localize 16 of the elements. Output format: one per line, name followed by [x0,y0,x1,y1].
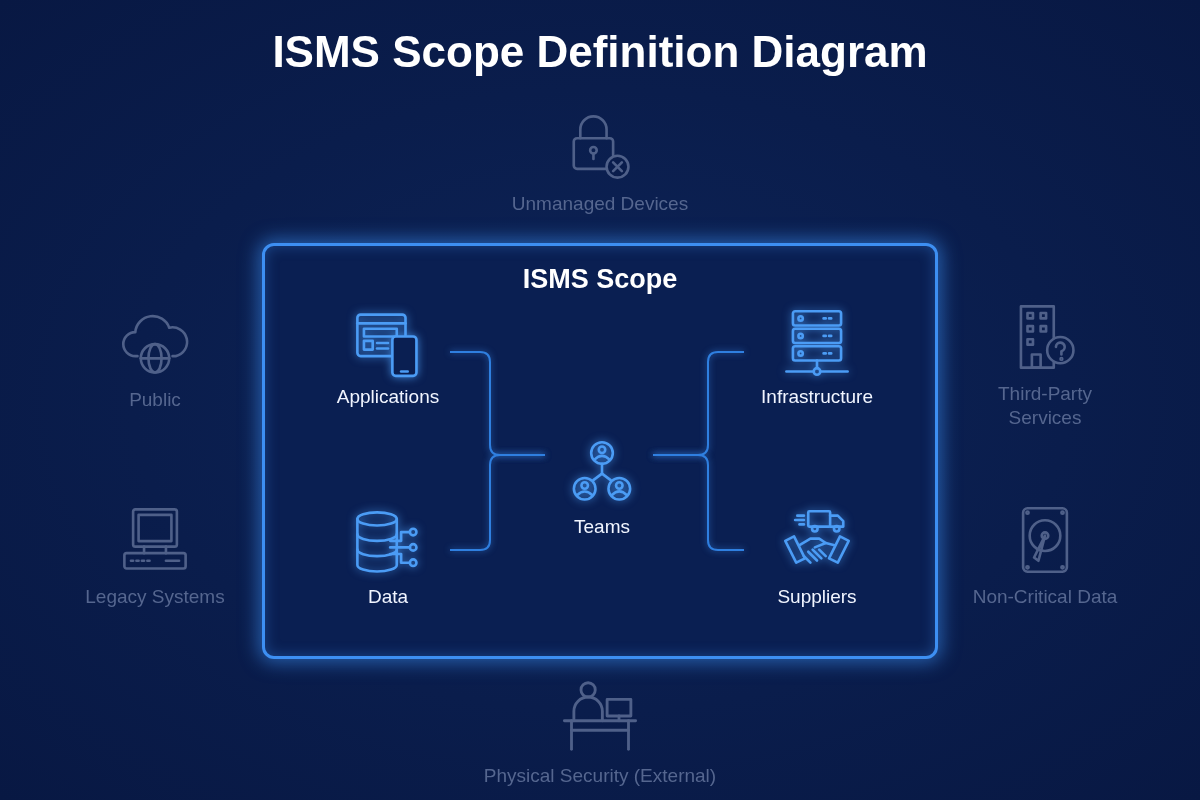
frame-heading: ISMS Scope [521,264,679,295]
excluded-item-label: Third-Party Services [997,382,1093,430]
connector-line [652,454,745,551]
diagram-title: ISMS Scope Definition Diagram [271,28,929,77]
item-label: Data [367,586,409,609]
excluded-item-label: Non-Critical Data [972,585,1118,609]
excluded-item-label: Physical Security (External) [483,764,717,788]
scope-frame [262,243,938,659]
connector-line [449,454,546,551]
item-label: Applications [336,386,440,409]
excluded-item-label: Legacy Systems [85,585,225,609]
item-label: Infrastructure [761,386,873,409]
excluded-item-label: Unmanaged Devices [511,192,689,216]
item-label: Teams [574,516,630,539]
excluded-item-label: Public [129,388,181,412]
item-label: Suppliers [777,586,857,609]
